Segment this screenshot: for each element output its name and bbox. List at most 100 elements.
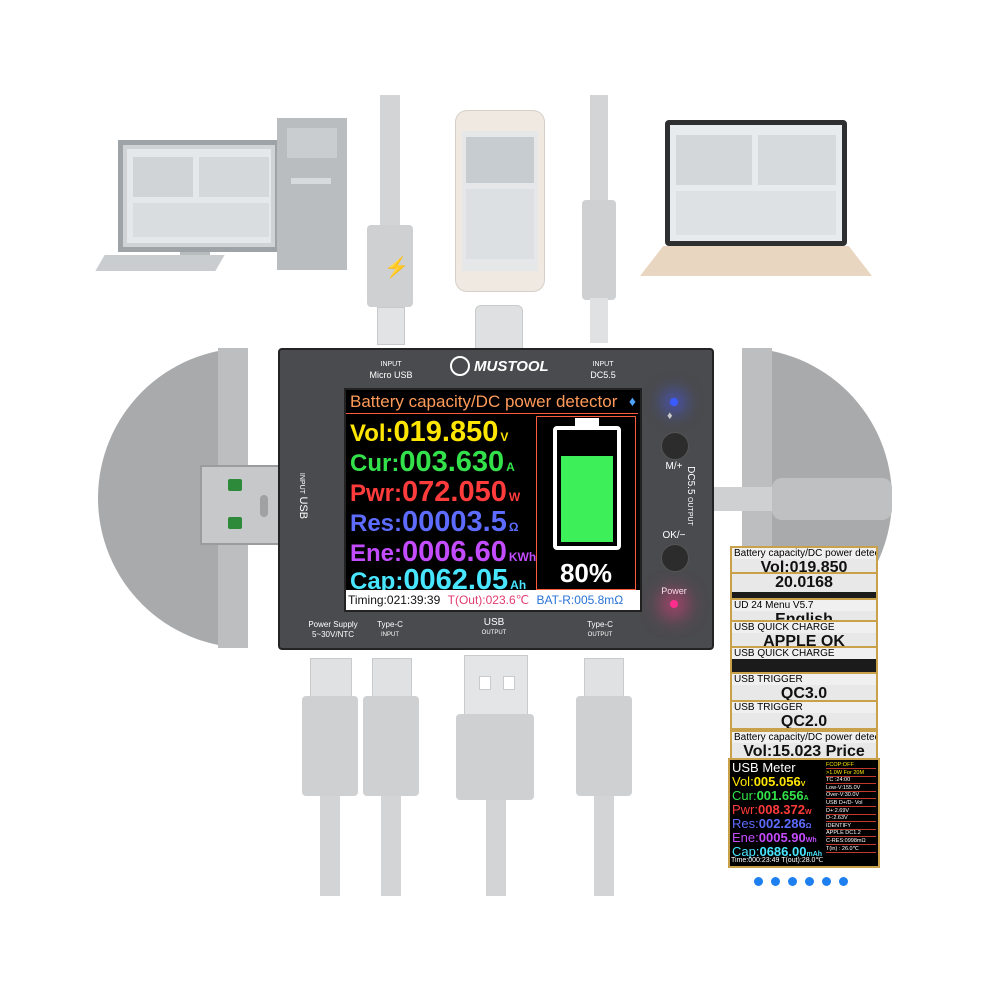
usb-meter-side-item: C-RES:0998mΩ — [826, 838, 876, 845]
type-c-input-label: Type-C INPUT — [377, 620, 403, 638]
micro-usb-plug-bottom — [310, 658, 352, 700]
type-c-in-cable — [381, 796, 401, 896]
usb-a-plug-bottom — [464, 655, 528, 717]
usb-meter-footer: Time:000:23:49 T(out):28.0℃ — [731, 857, 824, 864]
usb-output-label: USB OUTPUT — [481, 617, 507, 637]
type-c-plug-in-bottom — [372, 658, 412, 700]
power-led[interactable] — [670, 600, 678, 608]
reading-value: 00003.5 — [402, 506, 507, 538]
thumbnail-header: USB TRIGGER — [732, 674, 876, 685]
battery-percent: 80% — [559, 558, 613, 588]
thumbnail-value: Vol:15.023 Price — [732, 743, 876, 758]
mode-button[interactable] — [661, 432, 689, 460]
usb-meter-key: Ene: — [732, 830, 759, 845]
type-c-plug-out-bottom — [584, 658, 624, 700]
usb-meter-side-item: D-:2.63V — [826, 815, 876, 823]
usb-meter-side-item: USB D+/D- Vol — [826, 800, 876, 807]
usb-meter-side-item: Over-V:30.0V — [826, 792, 876, 800]
thumbnail-value: APPLE OK — [732, 633, 876, 648]
usb-meter-value: 0005.90 — [758, 830, 806, 845]
mode-button-label: M/+ — [665, 461, 683, 472]
thumbnail-header: USB TRIGGER — [732, 702, 876, 713]
usb-meter-value: 005.056 — [753, 774, 801, 789]
micro-usb-cable-bottom — [320, 796, 340, 896]
usb-a-body-bottom — [456, 714, 534, 800]
usb-a-cable-bottom — [486, 800, 506, 896]
dc-cable-top — [590, 95, 608, 230]
usb-meter-unit: Ω — [805, 823, 812, 830]
pager-dot[interactable] — [788, 877, 797, 886]
power-supply-label: Power Supply 5~30V/NTC — [308, 620, 358, 639]
type-c-out-cable — [594, 796, 614, 896]
thumbnail-value: Vol:019.850 — [732, 559, 876, 574]
usb-meter-row: Res:002.286Ω — [732, 816, 811, 831]
reading-unit: Ω — [508, 520, 519, 534]
usb-meter-row: Vol:005.056V — [732, 774, 805, 789]
type-c-output-label: Type-C OUTPUT — [587, 620, 613, 638]
bluetooth-led-icon: ♦ — [667, 410, 673, 422]
status-bar: Timing:021:39:39 T(Out):023.6℃ BAT-R:005… — [346, 590, 640, 610]
usb-meter-unit: W — [805, 809, 812, 816]
lcd-title: Battery capacity/DC power detector ♦ — [350, 392, 636, 411]
reading-label: Ene: — [350, 540, 403, 567]
thumbnail-value: QC3.0 — [732, 685, 876, 700]
usb-meter-row: Pwr:008.372W — [732, 802, 812, 817]
reading-label: Cur: — [350, 450, 400, 477]
pager-dot[interactable] — [805, 877, 814, 886]
reading-unit: Ah — [510, 578, 527, 592]
usb-meter-unit: A — [803, 795, 809, 802]
reading-value: 019.850 — [393, 416, 499, 448]
usb-meter-value: 001.656 — [756, 788, 804, 803]
pc-tower — [277, 118, 347, 270]
ok-button-label: OK/− — [662, 530, 686, 541]
reading-value: 0006.60 — [402, 536, 507, 568]
usb-meter-unit: Wh — [805, 837, 817, 844]
reading-unit: KWh — [508, 550, 537, 564]
micro-usb-body-bottom — [302, 696, 358, 796]
usb-meter-key: Pwr: — [732, 802, 758, 817]
usb-meter-row: Cap:0686.00mAh — [732, 844, 822, 859]
battery-level-fill — [561, 456, 613, 542]
temp-readout: T(Out):023.6℃ — [447, 593, 530, 607]
usb-meter-value: 0686.00 — [759, 844, 807, 859]
battery-icon — [553, 418, 621, 552]
usb-meter-value: 008.372 — [758, 802, 805, 817]
pager-dot[interactable] — [822, 877, 831, 886]
usb-meter-side-item: >1.0W For 20M — [826, 770, 876, 777]
usb-meter-key: Res: — [732, 816, 759, 831]
usb-meter-side-item: IDENTIFY — [826, 823, 876, 830]
usb-meter-side-item: D+:2.69V — [826, 808, 876, 815]
thumbnail-value: QC2.0 — [732, 713, 876, 728]
usb-meter-key: Cap: — [732, 844, 760, 859]
usb-meter-side-item: APPLE DC1.2 — [826, 830, 876, 838]
usb-a-plug-left — [200, 465, 280, 545]
dc-plug-right — [712, 487, 772, 511]
usb-meter-key: Vol: — [732, 774, 754, 789]
power-label: Power — [661, 586, 687, 596]
usb-meter-title: USB Meter — [732, 760, 796, 775]
micro-usb-cable-top — [380, 95, 400, 230]
dc-tip-top — [590, 298, 608, 343]
laptop-screen — [665, 120, 847, 246]
thumbnail-header: Battery capacity/DC power detector — [732, 732, 878, 743]
micro-usb-input-label: INPUT Micro USB — [369, 361, 413, 380]
battery-panel — [536, 416, 636, 590]
dc-input-label: INPUT DC5.5 — [590, 361, 616, 380]
pager-dot[interactable] — [754, 877, 763, 886]
usb-meter-side-item: T(in) : 26.0℃ — [826, 846, 876, 853]
reading-unit: A — [506, 460, 515, 474]
reading-unit: W — [508, 490, 521, 504]
pager-dot[interactable] — [771, 877, 780, 886]
thumbnail-value: 20.0168 — [732, 574, 876, 592]
pager-dot[interactable] — [839, 877, 848, 886]
bat-r-readout: BAT-R:005.8mΩ — [536, 593, 624, 607]
brand-logo: MUSTOOL — [450, 356, 556, 380]
thumbnail-header: USB QUICK CHARGE — [732, 648, 876, 659]
ok-button[interactable] — [661, 544, 689, 572]
